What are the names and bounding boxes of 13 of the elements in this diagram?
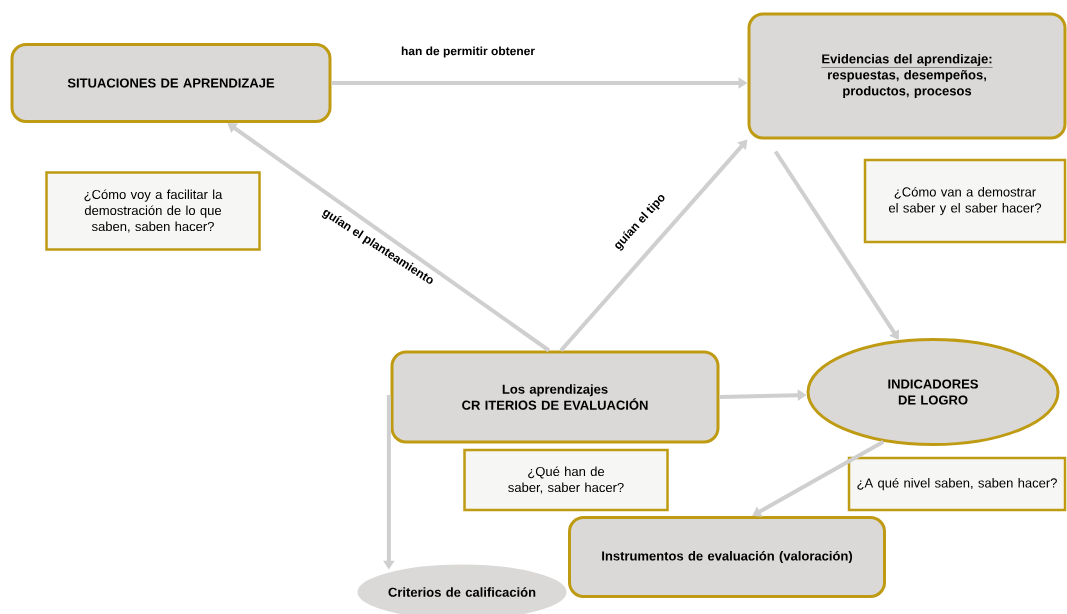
arrow: [773, 150, 899, 340]
concept-box: Instrumentos de evaluación (valoración): [568, 516, 886, 598]
concept-box: SITUACIONES DE APRENDIZAJE: [10, 43, 332, 123]
concept-box: Los aprendizajes CR ITERIOS DE EVALUACIÓN: [390, 350, 720, 444]
arrow: [227, 123, 551, 353]
concept-box: INDICADORES DE LOGRO: [806, 338, 1060, 446]
question-box: ¿Qué han de saber, saber hacer?: [463, 448, 669, 512]
question-box: ¿A qué nivel saben, saben hacer?: [847, 456, 1067, 512]
question-box: ¿Cómo voy a facilitar la demostración de lo que saben, saben hacer?: [45, 171, 261, 251]
arrow: [752, 439, 885, 517]
edge-label: han de permitir obtener: [401, 46, 535, 58]
question-box: ¿Cómo van a demostrar el saber y el saber hacer?: [863, 158, 1067, 244]
concept-box: Evidencias del aprendizaje: respuestas, desempeños, productos, procesos: [747, 12, 1067, 140]
